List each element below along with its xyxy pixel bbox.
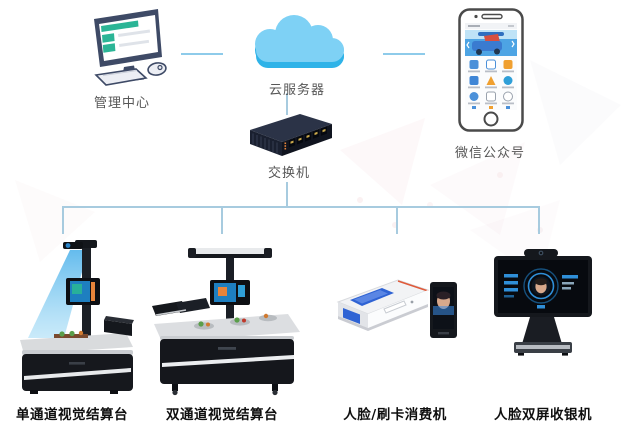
switch-led-indicators: [284, 142, 287, 150]
phone-bottom-nav: [472, 106, 510, 109]
drop-line-device-3: [396, 206, 398, 234]
switch-label: 交换机: [267, 166, 310, 181]
overhead-camera-bar: [188, 248, 272, 258]
management-center-label: 管理中心: [93, 96, 150, 111]
smartphone-icon: [458, 8, 524, 132]
face-dual-screen-register-label: 人脸双屏收银机: [494, 407, 592, 423]
terminal-keypad-screen: [350, 280, 429, 306]
link-pc-to-cloud: [181, 53, 223, 55]
link-cloud-to-switch: [286, 93, 288, 115]
cloud-server-label: 云服务器: [268, 83, 325, 98]
side-displays: [152, 298, 210, 316]
dual-lane-vision-checkout-icon: [152, 248, 300, 396]
pole-display: [210, 280, 250, 305]
app-icon-grid: [468, 59, 514, 105]
wechat-official-account-label: 微信公众号: [454, 146, 525, 161]
network-switch-icon: [250, 114, 332, 156]
link-cloud-to-phone: [383, 53, 425, 55]
banner-image: [465, 30, 517, 56]
face-scan-ui: [504, 268, 578, 309]
phone-home-button: [483, 111, 499, 127]
link-switch-to-bus: [286, 182, 288, 208]
drop-line-device-1: [62, 206, 64, 234]
customer-display: [104, 316, 134, 336]
dual-lane-checkout-label: 双通道视觉结算台: [166, 407, 278, 423]
face-dual-screen-register-icon: [494, 249, 592, 356]
phone-speaker: [481, 13, 503, 20]
mouse-icon: [147, 62, 167, 76]
register-stand: [522, 317, 562, 344]
device-bus-line: [62, 206, 540, 208]
drop-line-device-2: [221, 206, 223, 234]
food-trays: [194, 313, 277, 330]
register-base: [514, 342, 572, 356]
desktop-computer-icon: [94, 9, 167, 86]
switch-ports: [289, 126, 327, 148]
caster-legs: [172, 384, 278, 396]
checkout-table-top: [20, 333, 133, 354]
face-card-payment-terminal-icon: [336, 279, 457, 338]
terminal-front-screen: [343, 308, 360, 324]
receipt-slot: [383, 300, 407, 314]
single-lane-checkout-label: 单通道视觉结算台: [16, 407, 128, 423]
cloud-icon: [255, 15, 344, 68]
face-card-terminal-label: 人脸/刷卡消费机: [343, 407, 447, 423]
face-recognition-panel: [430, 282, 457, 338]
single-lane-vision-checkout-icon: [20, 240, 134, 394]
checkout-table-top: [154, 314, 300, 342]
scanner-light-beam: [28, 250, 88, 338]
pole-display: [66, 278, 100, 305]
drop-line-device-4: [538, 206, 540, 234]
